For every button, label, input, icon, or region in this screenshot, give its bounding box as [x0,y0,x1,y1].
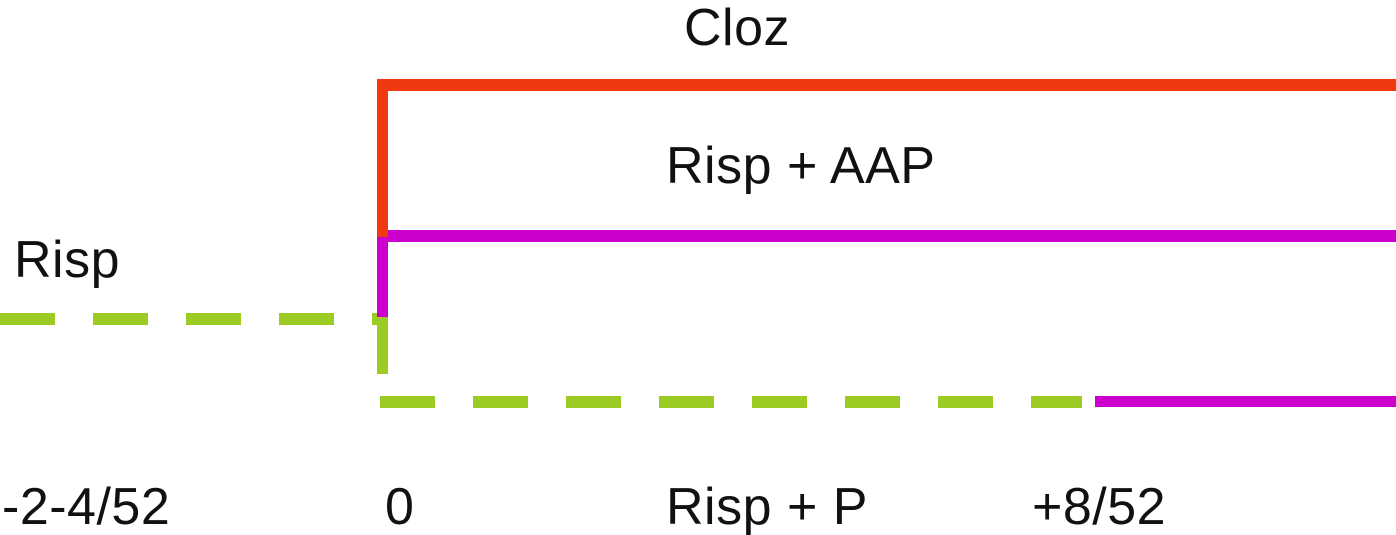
switch-vertical-green-segment [377,317,388,374]
switch-vertical-magenta-segment [377,237,388,317]
risp-p-continuation-line [1095,396,1396,407]
risp-baseline-dashed-line [0,313,378,325]
risp-p-line-label: Risp + P [666,478,868,535]
axis-tick-end: +8/52 [1032,478,1167,535]
axis-tick-start: -2-4/52 [2,478,171,535]
cloz-line [378,79,1396,91]
axis-tick-zero: 0 [385,478,415,535]
risp-baseline-label: Risp [14,231,121,289]
risp-aap-line-label: Risp + AAP [666,137,936,195]
cloz-line-label: Cloz [684,0,791,57]
switch-vertical-red-segment [377,79,388,237]
risp-aap-line [378,230,1396,242]
risp-p-dashed-line [380,396,1082,408]
